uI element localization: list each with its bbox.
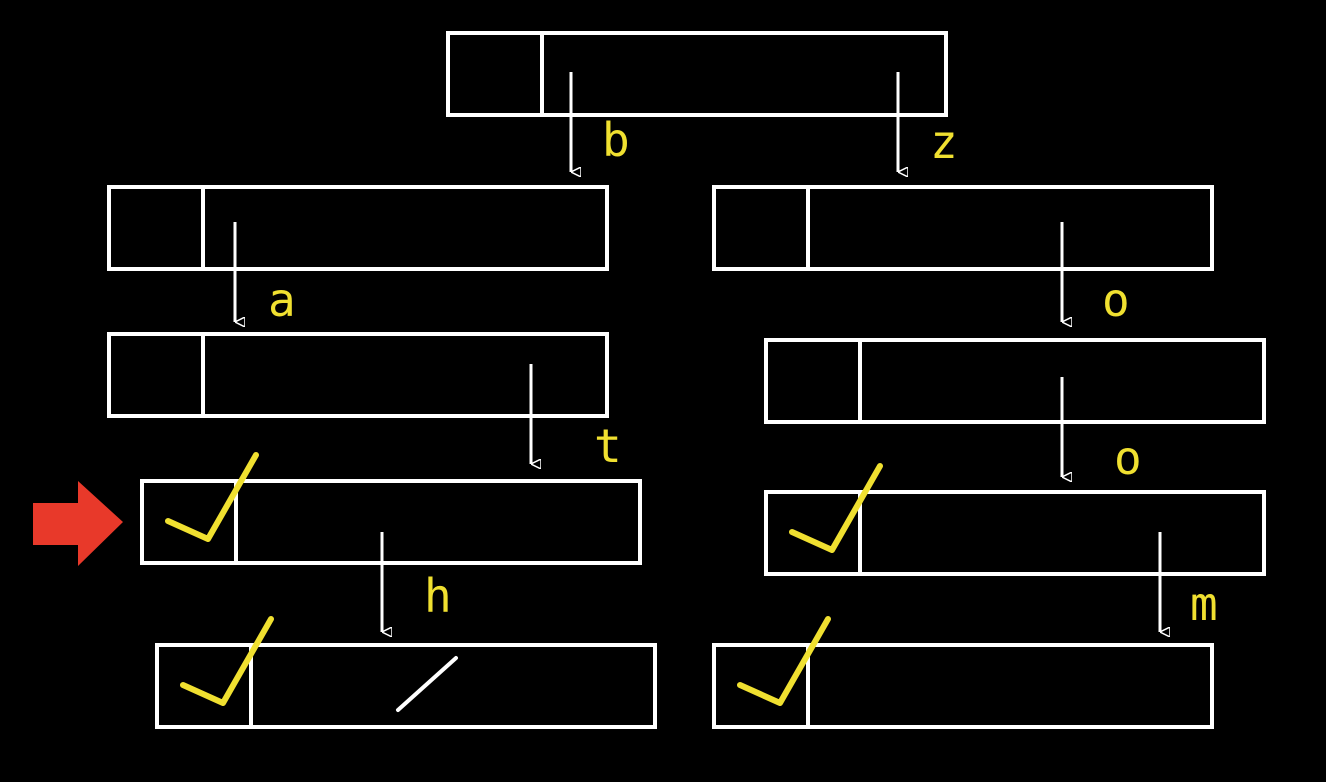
edge-label-a: a (268, 273, 296, 327)
trie-node-bath (155, 616, 657, 729)
cursor-stroke (396, 656, 458, 712)
trie-node-zo (764, 338, 1266, 424)
arrow-right-icon (33, 481, 123, 566)
node-box (712, 643, 1214, 729)
edge-label-b: b (602, 113, 630, 167)
trie-node-ba (107, 332, 609, 418)
node-box (712, 185, 1214, 271)
edge-label-h: h (424, 569, 452, 623)
node-box (764, 490, 1266, 576)
check-icon (737, 616, 831, 706)
node-box (107, 185, 609, 271)
trie-node-b (107, 185, 609, 271)
edge-label-z: z (930, 115, 958, 169)
node-box (764, 338, 1266, 424)
trie-node-root (446, 31, 948, 117)
edge-label-o: o (1102, 273, 1130, 327)
edge-label-t: t (594, 419, 622, 473)
node-box (107, 332, 609, 418)
trie-node-zoo (764, 463, 1266, 576)
edge-label-m: m (1190, 577, 1218, 631)
check-icon (180, 616, 274, 706)
check-icon (789, 463, 883, 553)
check-icon (165, 452, 259, 542)
trie-node-zoom (712, 616, 1214, 729)
node-box (140, 479, 642, 565)
node-box (446, 31, 948, 117)
edge-label-o: o (1114, 431, 1142, 485)
trie-node-bat (140, 452, 642, 565)
trie-node-z (712, 185, 1214, 271)
node-box (155, 643, 657, 729)
